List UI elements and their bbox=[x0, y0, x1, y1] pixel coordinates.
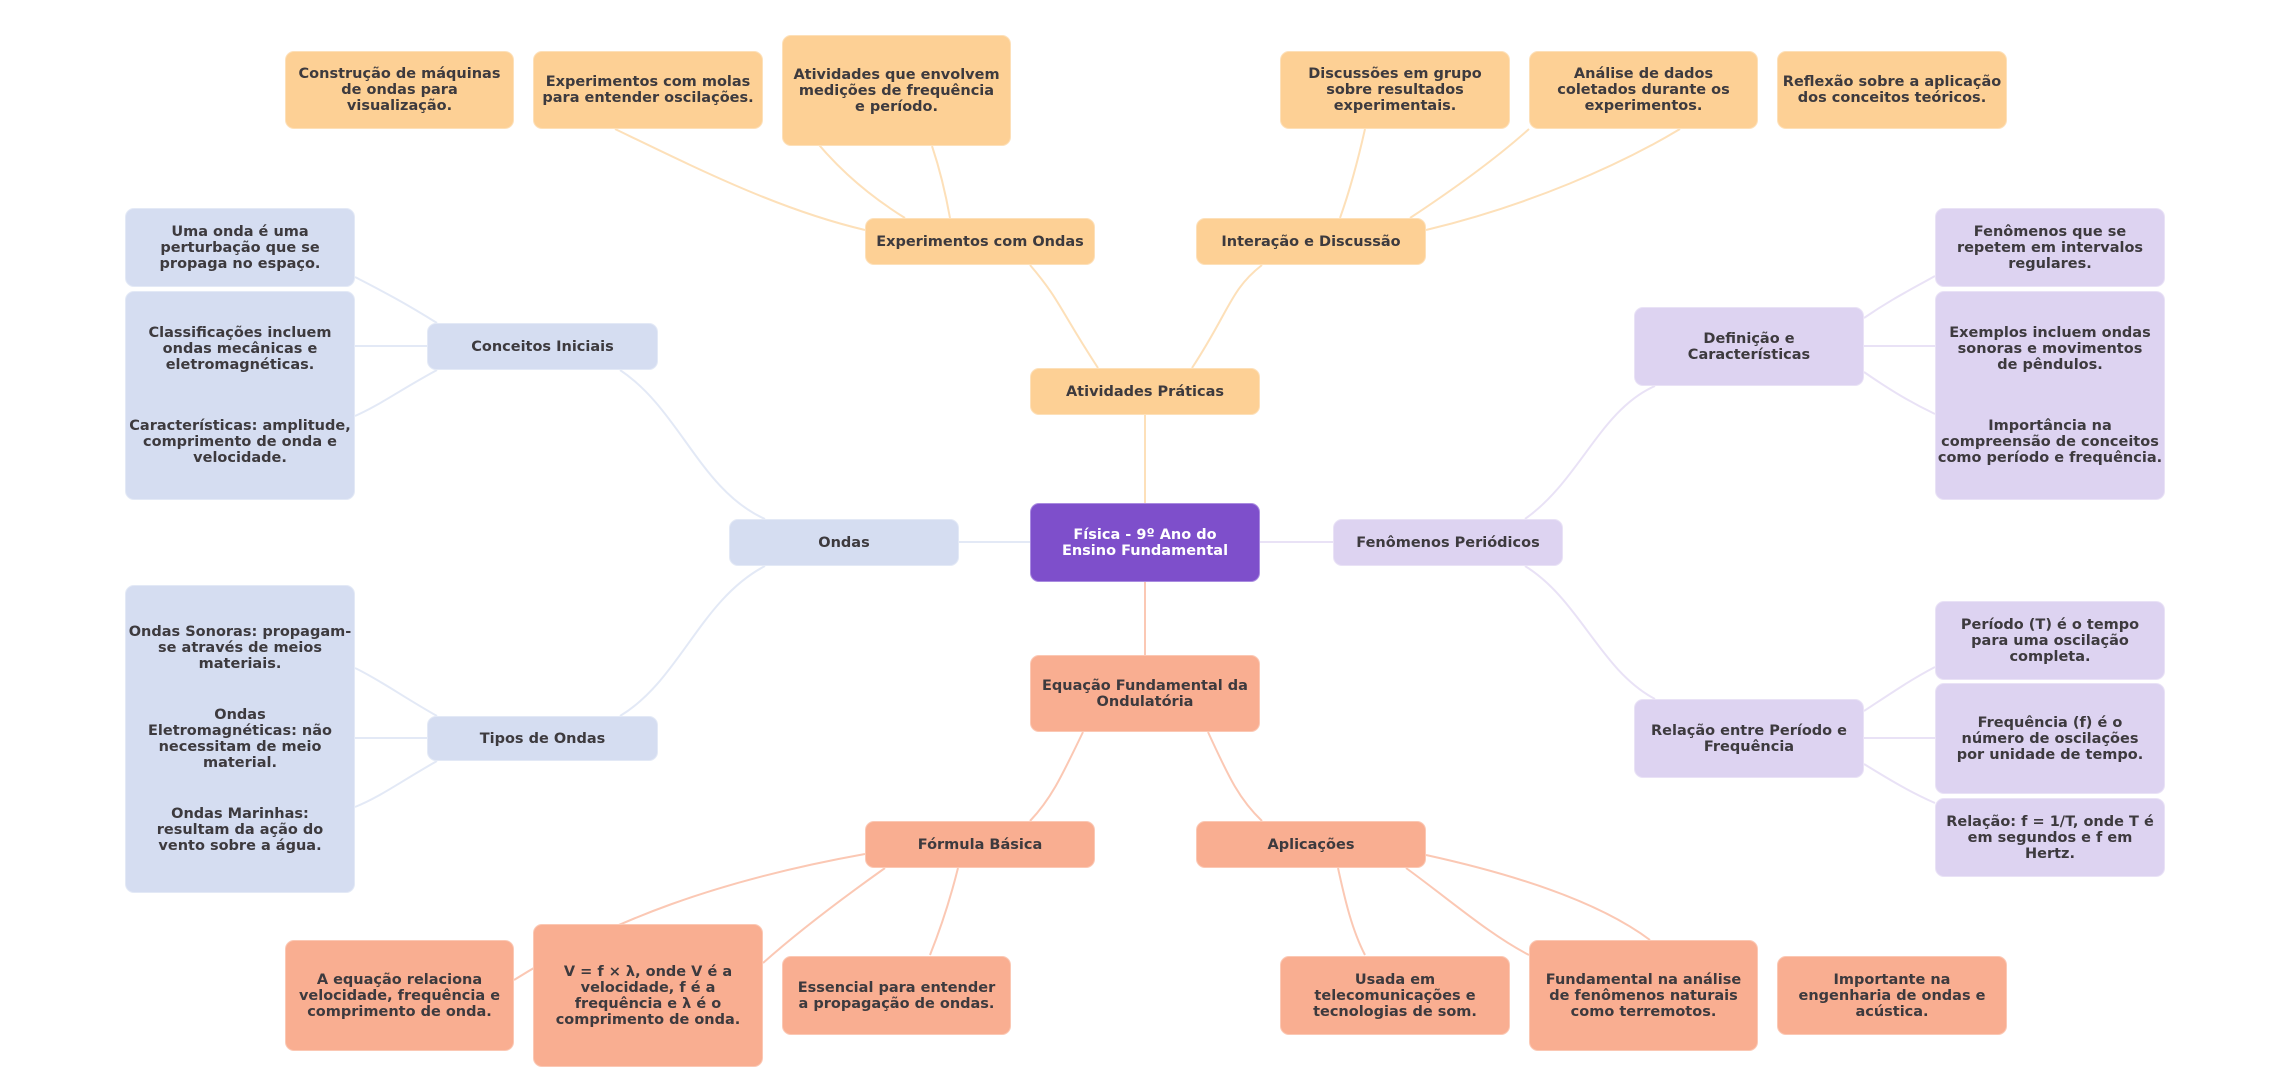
edge-formula-leaf3 bbox=[929, 867, 959, 956]
leaf-relacao-f-1-t[interactable]: Relação: f = 1/T, onde T é em segundos e… bbox=[1935, 798, 2165, 877]
edge-conceitos-leaf3 bbox=[354, 369, 438, 417]
leaf-ondas-eletromagneticas[interactable]: Ondas Eletromagnéticas: não necessitam d… bbox=[147, 706, 332, 771]
edge-conceitos-leaf1 bbox=[354, 276, 438, 324]
edge-tipos-leaf1 bbox=[354, 667, 438, 717]
edge-exp-leaf3 bbox=[931, 145, 951, 219]
branch-atividades-praticas[interactable]: Atividades Práticas bbox=[1030, 368, 1260, 415]
edge-apl-leaf3 bbox=[1425, 854, 1651, 941]
branch-fenomenos-periodicos[interactable]: Fenômenos Periódicos bbox=[1333, 519, 1563, 566]
leaf-importancia[interactable]: Importância na compreensão de conceitos … bbox=[1937, 418, 2163, 467]
edge-formula-leaf2 bbox=[762, 867, 886, 964]
node-interacao-e-discussao[interactable]: Interação e Discussão bbox=[1196, 218, 1426, 265]
branch-ondas[interactable]: Ondas bbox=[729, 519, 959, 566]
leaf-caracteristicas[interactable]: Características: amplitude, comprimento … bbox=[129, 418, 351, 467]
edge-ondas-tipos bbox=[619, 565, 766, 717]
leaf-experimentos-molas[interactable]: Experimentos com molas para entender osc… bbox=[533, 51, 763, 129]
branch-equacao-fundamental[interactable]: Equação Fundamental da Ondulatória bbox=[1030, 655, 1260, 732]
leaf-engenharia-acustica[interactable]: Importante na engenharia de ondas e acús… bbox=[1777, 956, 2007, 1035]
leaf-group-conceitos: Classificações incluem ondas mecânicas e… bbox=[125, 291, 355, 500]
edge-int-leaf1 bbox=[1339, 128, 1366, 219]
node-aplicacoes[interactable]: Aplicações bbox=[1196, 821, 1426, 868]
leaf-classificacoes[interactable]: Classificações incluem ondas mecânicas e… bbox=[148, 324, 332, 373]
leaf-uma-onda[interactable]: Uma onda é uma perturbação que se propag… bbox=[125, 208, 355, 287]
edge-apl-leaf1 bbox=[1337, 867, 1366, 956]
edge-rel-leaf3 bbox=[1863, 763, 1936, 804]
node-experimentos-com-ondas[interactable]: Experimentos com Ondas bbox=[865, 218, 1095, 265]
leaf-reflexao-aplicacao[interactable]: Reflexão sobre a aplicação dos conceitos… bbox=[1777, 51, 2007, 129]
node-conceitos-iniciais[interactable]: Conceitos Iniciais bbox=[427, 323, 658, 370]
leaf-exemplos-incluem[interactable]: Exemplos incluem ondas sonoras e movimen… bbox=[1949, 324, 2151, 373]
leaf-essencial-propagacao[interactable]: Essencial para entender a propagação de … bbox=[782, 956, 1011, 1035]
leaf-fenomenos-naturais[interactable]: Fundamental na análise de fenômenos natu… bbox=[1529, 940, 1758, 1051]
leaf-periodo-t[interactable]: Período (T) é o tempo para uma oscilação… bbox=[1935, 601, 2165, 680]
leaf-ondas-sonoras[interactable]: Ondas Sonoras: propagam-se através de me… bbox=[128, 623, 352, 672]
edge-atividades-experimentos bbox=[1029, 264, 1099, 369]
edge-int-leaf3 bbox=[1425, 128, 1681, 231]
leaf-v-f-lambda[interactable]: V = f × λ, onde V é a velocidade, f é a … bbox=[533, 924, 763, 1067]
node-formula-basica[interactable]: Fórmula Básica bbox=[865, 821, 1095, 868]
edge-fen-relacao bbox=[1524, 565, 1656, 700]
node-tipos-de-ondas[interactable]: Tipos de Ondas bbox=[427, 716, 658, 761]
leaf-analise-dados[interactable]: Análise de dados coletados durante os ex… bbox=[1529, 51, 1758, 129]
leaf-telecomunicacoes[interactable]: Usada em telecomunicações e tecnologias … bbox=[1280, 956, 1510, 1035]
leaf-fenomenos-repetem[interactable]: Fenômenos que se repetem em intervalos r… bbox=[1935, 208, 2165, 287]
edge-atividades-interacao bbox=[1191, 264, 1263, 369]
edge-ondas-conceitos bbox=[619, 369, 766, 520]
edge-def-leaf1 bbox=[1863, 275, 1936, 319]
edge-tipos-leaf3 bbox=[354, 760, 438, 808]
edge-apl-leaf2 bbox=[1405, 867, 1530, 956]
leaf-group-tipos: Ondas Sonoras: propagam-se através de me… bbox=[125, 585, 355, 893]
leaf-group-definicao: Exemplos incluem ondas sonoras e movimen… bbox=[1935, 291, 2165, 500]
edge-equacao-aplicacoes bbox=[1207, 731, 1263, 822]
leaf-frequencia-f[interactable]: Frequência (f) é o número de oscilações … bbox=[1935, 683, 2165, 794]
node-definicao-caracteristicas[interactable]: Definição e Características bbox=[1634, 307, 1864, 386]
leaf-equacao-relaciona[interactable]: A equação relaciona velocidade, frequênc… bbox=[285, 940, 514, 1051]
leaf-discussoes-grupo[interactable]: Discussões em grupo sobre resultados exp… bbox=[1280, 51, 1510, 129]
node-relacao-periodo-frequencia[interactable]: Relação entre Período e Frequência bbox=[1634, 699, 1864, 778]
leaf-construcao-maquinas[interactable]: Construção de máquinas de ondas para vis… bbox=[285, 51, 514, 129]
edge-fen-definicao bbox=[1524, 385, 1656, 520]
edge-int-leaf2 bbox=[1409, 128, 1530, 219]
edge-def-leaf3 bbox=[1863, 371, 1936, 415]
edge-equacao-formula bbox=[1029, 731, 1084, 822]
leaf-atividades-medicoes[interactable]: Atividades que envolvem medições de freq… bbox=[782, 35, 1011, 146]
leaf-ondas-marinhas[interactable]: Ondas Marinhas: resultam da ação do vent… bbox=[156, 806, 324, 855]
root-node[interactable]: Física - 9º Ano do Ensino Fundamental bbox=[1030, 503, 1260, 582]
edge-rel-leaf1 bbox=[1863, 666, 1936, 712]
edge-exp-leaf1 bbox=[614, 128, 866, 231]
